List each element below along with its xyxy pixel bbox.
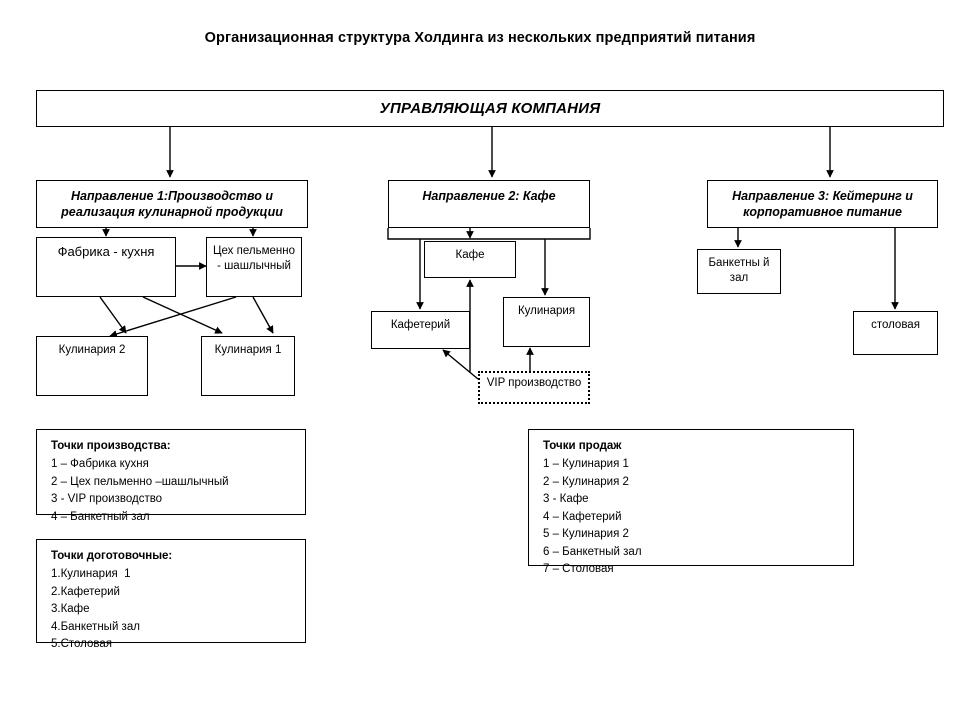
connector-factory-to-culinary2 — [99, 296, 127, 334]
legend-item: 2 – Цех пельменно –шашлычный — [51, 475, 229, 488]
node-direction-2-label: Направление 2: Кафе — [422, 189, 556, 203]
legend-item: 3.Кафе — [51, 603, 90, 616]
legend-item: 5.Столовая — [51, 638, 113, 651]
node-banquet-hall-label: Банкетны й зал — [708, 257, 770, 284]
node-vip-production[interactable]: VIP производство — [478, 371, 590, 404]
node-culinary-1[interactable]: Кулинария 1 — [201, 336, 295, 396]
node-culinary-2[interactable]: Кулинария 2 — [36, 336, 148, 396]
node-vip-production-label: VIP производство — [486, 377, 582, 389]
node-management-company-label: УПРАВЛЯЮЩАЯ КОМПАНИЯ — [379, 99, 601, 117]
node-direction-3-label: Направление 3: Кейтеринг и корпоративное… — [732, 189, 913, 219]
node-direction-1-label: Направление 1:Производство и реализация … — [61, 189, 283, 219]
connector-vip-to-cafeteria — [442, 349, 479, 380]
legend-item: 6 – Банкетный зал — [543, 545, 642, 558]
legend-finishing-points-title: Точки доготовочные: — [51, 550, 173, 562]
connector-dumpling-to-culinary1 — [252, 296, 274, 334]
legend-sales-points-title: Точки продаж — [543, 440, 622, 452]
node-culinary[interactable]: Кулинария — [503, 297, 590, 347]
legend-item: 7 – Столовая — [543, 563, 614, 576]
legend-item: 4 – Кафетерий — [543, 510, 622, 523]
node-cafeteria-label: Кафетерий — [390, 319, 451, 331]
legend-production-points: Точки производства: 1 – Фабрика кухня 2 … — [36, 429, 306, 523]
node-management-company[interactable]: УПРАВЛЯЮЩАЯ КОМПАНИЯ — [36, 90, 944, 127]
legend-item: 3 - Кафе — [543, 493, 589, 506]
legend-item: 4.Банкетный зал — [51, 620, 140, 633]
legend-item: 2.Кафетерий — [51, 585, 120, 598]
node-dumpling-shop[interactable]: Цех пельменно - шашлычный — [206, 237, 302, 297]
node-banquet-hall[interactable]: Банкетны й зал — [697, 249, 781, 294]
node-cafe[interactable]: Кафе — [424, 241, 516, 278]
node-cafeteria[interactable]: Кафетерий — [371, 311, 470, 349]
connector-factory-to-culinary1 — [142, 296, 223, 334]
legend-item: 5 – Кулинария 2 — [543, 528, 629, 541]
legend-item: 1 – Кулинария 1 — [543, 458, 629, 471]
node-culinary-label: Кулинария — [517, 305, 576, 317]
connector-dumpling-to-culinary2 — [109, 296, 237, 338]
node-cafe-label: Кафе — [455, 249, 485, 261]
node-canteen-label: столовая — [871, 319, 920, 331]
node-direction-3[interactable]: Направление 3: Кейтеринг и корпоративное… — [707, 180, 938, 228]
connector-group — [99, 127, 899, 380]
connector-dir2-bus — [387, 228, 591, 240]
connector-stems — [387, 228, 591, 240]
node-dumpling-shop-label: Цех пельменно - шашлычный — [213, 245, 295, 272]
legend-production-points-title: Точки производства: — [51, 440, 171, 452]
legend-item: 3 - VIP производство — [51, 493, 163, 506]
node-culinary-1-label: Кулинария 1 — [214, 344, 282, 356]
legend-item: 2 – Кулинария 2 — [543, 475, 629, 488]
node-factory-kitchen-label: Фабрика - кухня — [57, 244, 155, 259]
node-canteen[interactable]: столовая — [853, 311, 938, 355]
node-direction-1[interactable]: Направление 1:Производство и реализация … — [36, 180, 308, 228]
legend-item: 1 – Фабрика кухня — [51, 458, 149, 471]
node-culinary-2-label: Кулинария 2 — [58, 344, 126, 356]
legend-finishing-points: Точки доготовочные: 1.Кулинария 1 2.Кафе… — [36, 539, 306, 650]
legend-sales-points: Точки продаж 1 – Кулинария 1 2 – Кулинар… — [528, 429, 854, 575]
page-title: Организационная структура Холдинга из не… — [204, 30, 756, 46]
node-direction-2[interactable]: Направление 2: Кафе — [388, 180, 590, 228]
node-factory-kitchen[interactable]: Фабрика - кухня — [36, 237, 176, 297]
legend-item: 1.Кулинария 1 — [51, 568, 131, 581]
legend-item: 4 – Банкетный зал — [51, 510, 150, 523]
